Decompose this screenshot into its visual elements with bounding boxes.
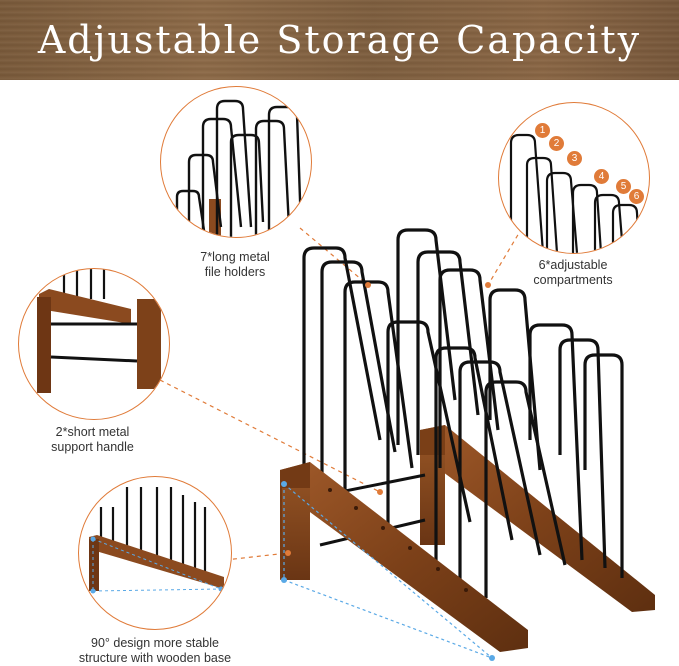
compartment-number-1: 1 xyxy=(535,123,550,138)
page-title: Adjustable Storage Capacity xyxy=(37,18,642,62)
compartment-number-6: 6 xyxy=(629,189,644,204)
base-caption: 90° design more stable structure with wo… xyxy=(78,636,232,665)
compartments-zoom-circle: 1 2 3 4 5 6 xyxy=(498,102,650,254)
support-handle-caption: 2*short metal support handle xyxy=(51,425,134,454)
compartment-number-2: 2 xyxy=(549,136,564,151)
file-holders-zoom-circle xyxy=(160,86,312,238)
product-illustration xyxy=(159,227,655,661)
compartments-caption: 6*adjustable compartments xyxy=(533,258,613,287)
file-holders-caption: 7*long metal file holders xyxy=(200,250,270,279)
callout-dots xyxy=(285,282,491,556)
compartment-number-4: 4 xyxy=(594,169,609,184)
file-holders xyxy=(302,228,624,598)
compartment-number-5: 5 xyxy=(616,179,631,194)
leader-lines xyxy=(159,227,523,561)
compartment-number-3: 3 xyxy=(567,151,582,166)
back-rail xyxy=(420,425,655,612)
angle-guide xyxy=(283,483,493,659)
header-banner: Adjustable Storage Capacity xyxy=(0,0,679,80)
guide-dots xyxy=(281,481,495,661)
base-zoom-circle xyxy=(78,476,232,630)
support-handle-zoom-circle xyxy=(18,268,170,420)
wood-texture xyxy=(0,0,679,80)
